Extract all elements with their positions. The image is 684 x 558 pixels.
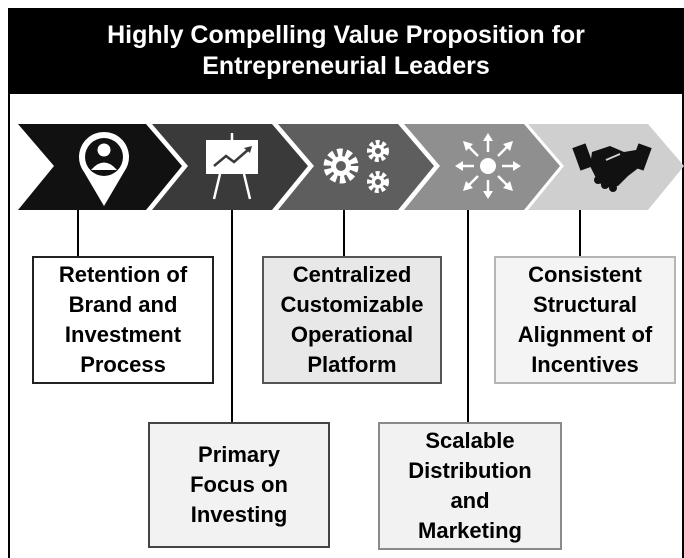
step-box-2: Primary Focus on Investing — [148, 422, 330, 548]
step-3-line-2: Customizable — [280, 292, 424, 317]
step-box-3: Centralized Customizable Operational Pla… — [262, 256, 442, 384]
step-box-4: Scalable Distribution and Marketing — [378, 422, 562, 550]
step-5-line-4: Incentives — [531, 352, 639, 377]
step-box-1: Retention of Brand and Investment Proces… — [32, 256, 214, 384]
step-3-line-3: Operational — [290, 322, 414, 347]
page-title: Highly Compelling Value Proposition for … — [8, 8, 684, 94]
person-location-pin-icon — [79, 132, 129, 206]
step-1-line-2: Brand and — [68, 292, 178, 317]
step-5-line-2: Structural — [533, 292, 637, 317]
title-line-1: Highly Compelling Value Proposition for — [107, 21, 585, 49]
gears-icon — [323, 140, 389, 193]
step-1-line-4: Process — [80, 352, 166, 377]
step-5-line-1: Consistent — [528, 262, 642, 287]
expand-arrows-icon — [455, 133, 521, 199]
step-2-line-2: Focus on — [190, 472, 288, 497]
step-4-line-1: Scalable — [425, 428, 515, 453]
step-3-line-1: Centralized — [292, 262, 412, 287]
step-4-line-2: Distribution — [408, 458, 532, 483]
step-1-line-3: Investment — [64, 322, 182, 347]
step-2-line-1: Primary — [198, 442, 280, 467]
step-5-line-3: Alignment of — [517, 322, 653, 347]
handshake-icon — [572, 143, 652, 192]
step-1-line-1: Retention of — [58, 262, 188, 287]
step-3-line-4: Platform — [307, 352, 397, 377]
presentation-chart-icon — [206, 133, 258, 200]
step-4-line-3: and — [450, 488, 490, 513]
step-2-line-3: Investing — [190, 502, 288, 527]
title-line-2: Entrepreneurial Leaders — [202, 52, 490, 80]
step-box-5: Consistent Structural Alignment of Incen… — [494, 256, 676, 384]
step-4-line-4: Marketing — [418, 518, 522, 543]
